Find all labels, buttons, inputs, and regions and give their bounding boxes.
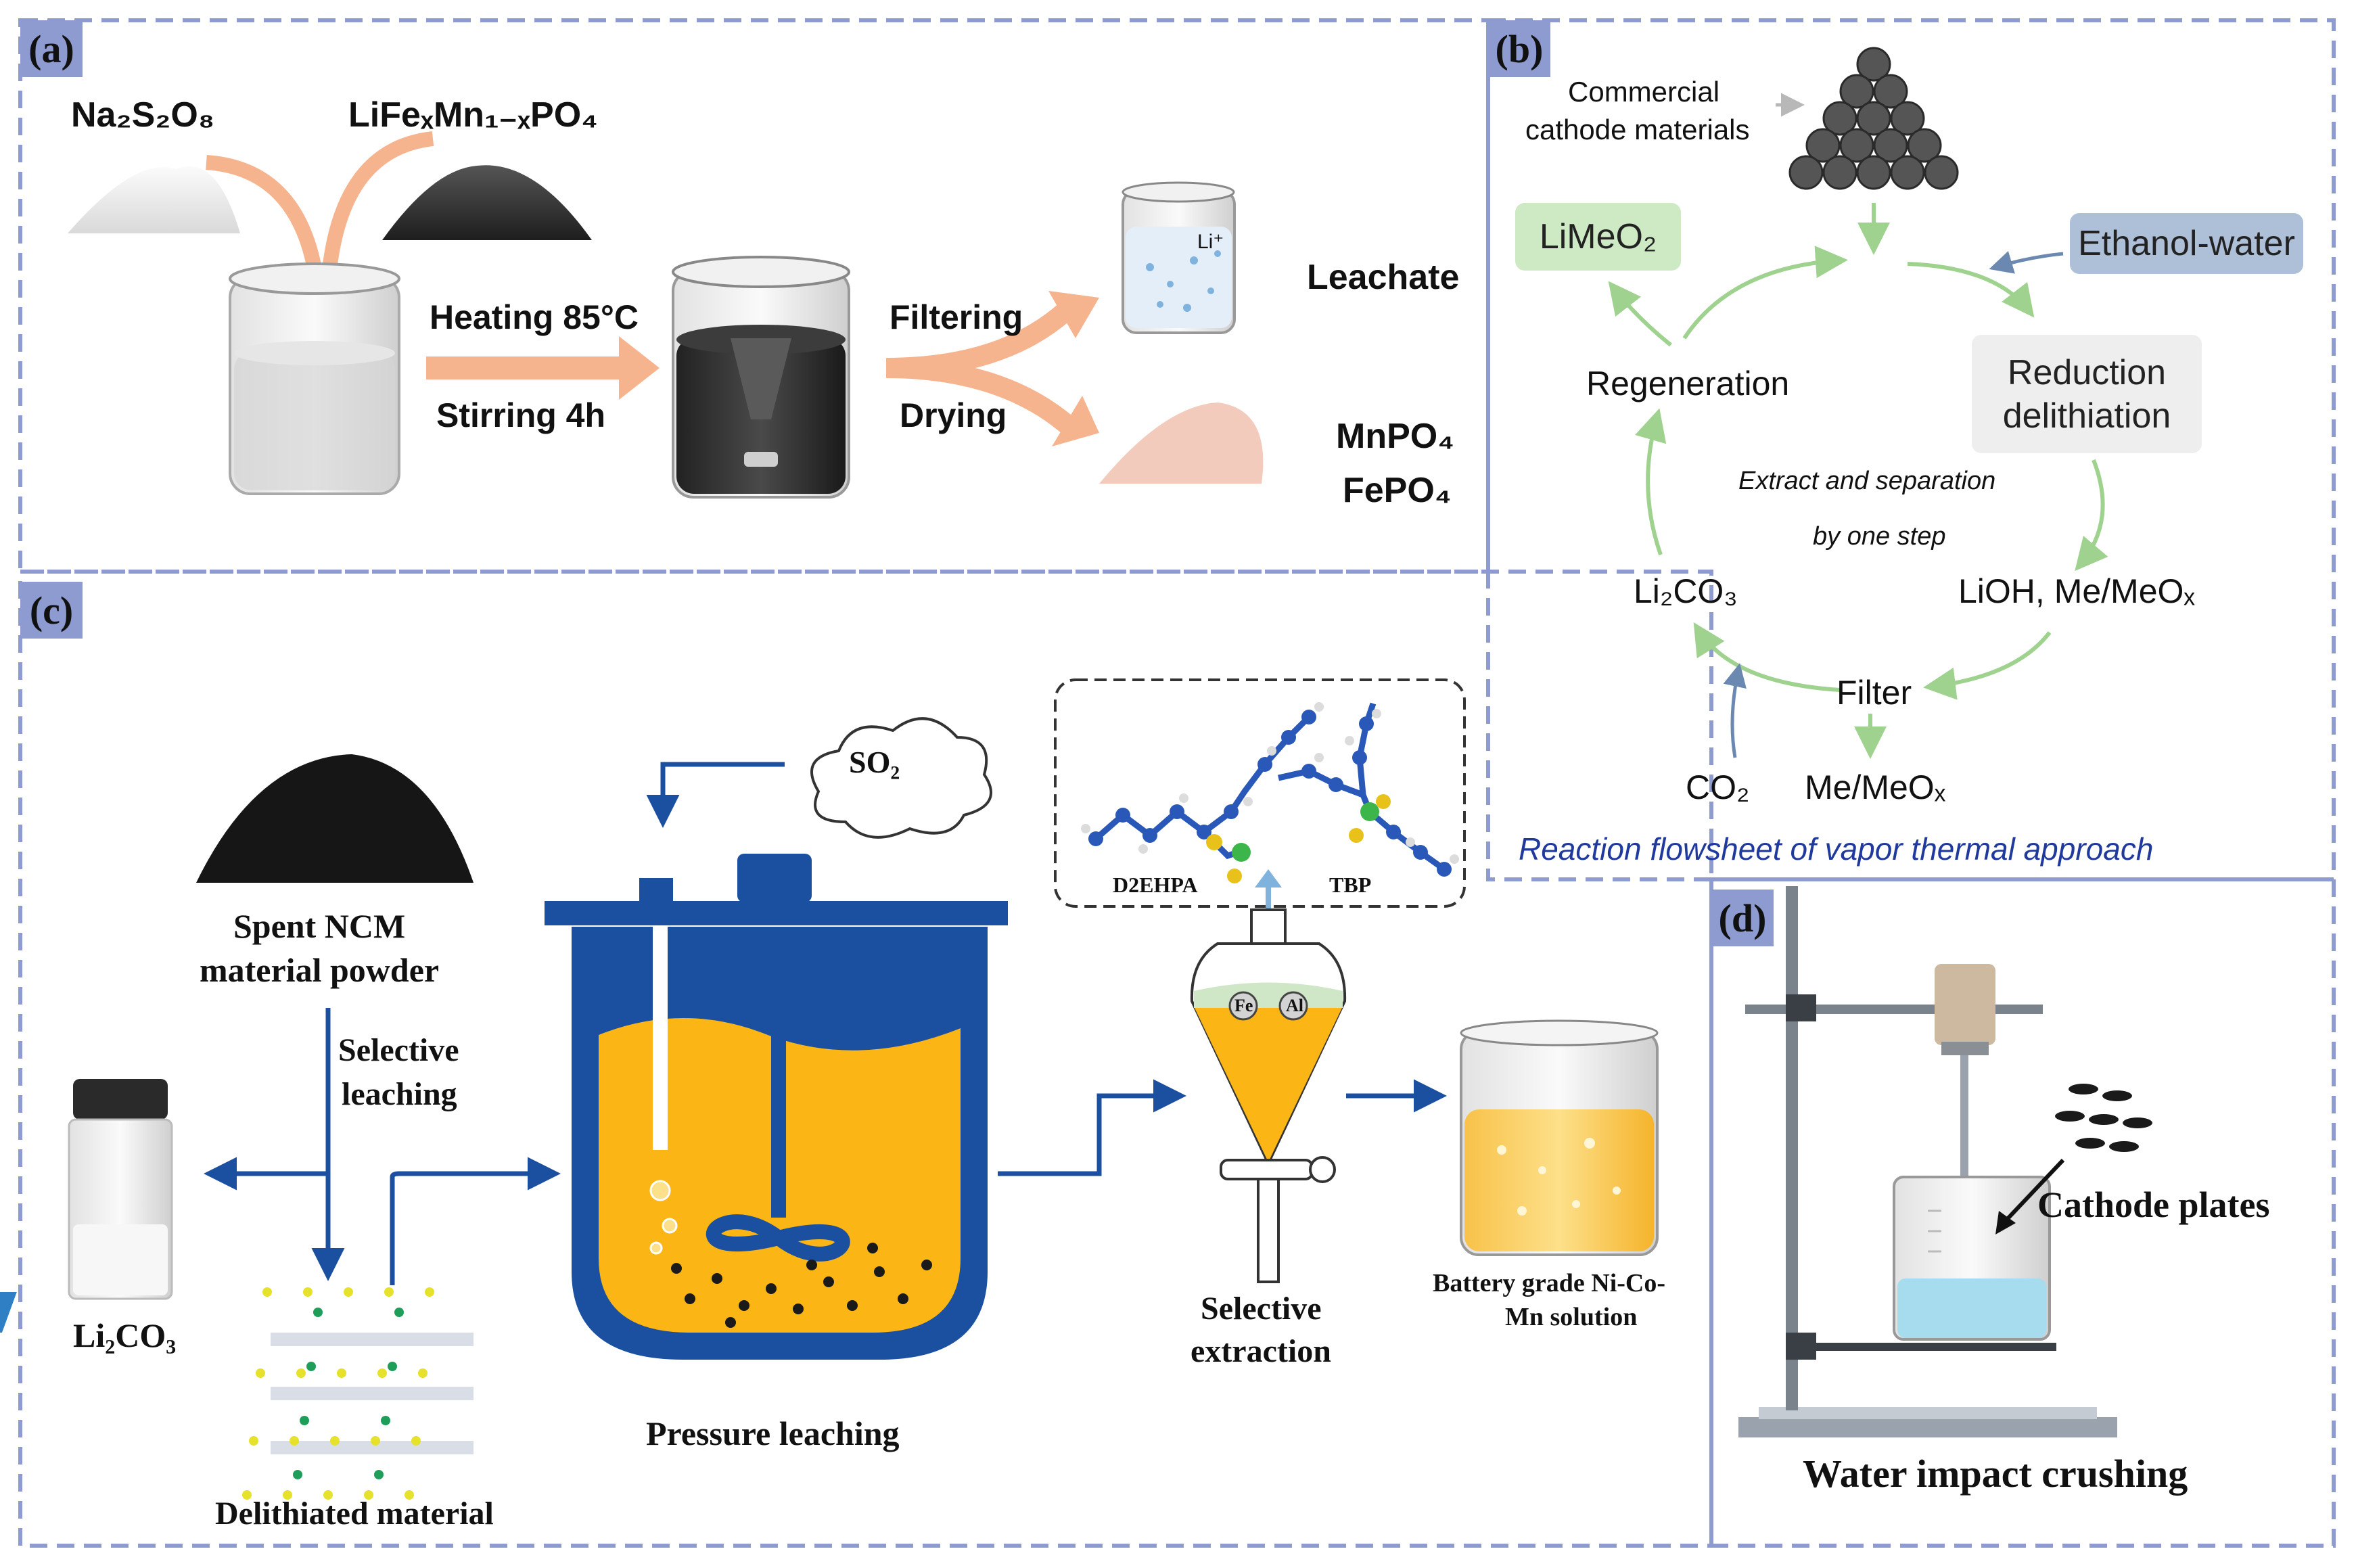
feed-label-line-2: cathode materials — [1525, 114, 1750, 145]
cycle-arc-bottom-left — [1693, 622, 1841, 692]
li2co3-label-b: Li₂CO₃ — [1634, 572, 1738, 610]
center-line-2: by one step — [1813, 522, 1946, 551]
reduction-box: Reduction delithiation — [1972, 335, 2202, 453]
feed-label-line-1: Commercial — [1568, 76, 1720, 108]
co2-label: CO₂ — [1686, 768, 1750, 806]
step2-arrow-down-head — [1052, 396, 1099, 446]
regeneration-label: Regeneration — [1586, 365, 1790, 402]
so2-arrow — [646, 762, 785, 828]
spent-label-line-2: material powder — [200, 951, 440, 989]
reduction-line-1: Reduction — [2007, 352, 2167, 392]
pressure-leaching-label: Pressure leaching — [646, 1414, 900, 1452]
lioh-label: LiOH, Me/MeOₓ — [1958, 572, 2195, 610]
solvent-arrow — [1989, 251, 2064, 274]
cathode-plates-label: Cathode plates — [2037, 1184, 2270, 1225]
to-reactor-arrow — [390, 1157, 561, 1285]
li-ion-label: Li⁺ — [1197, 231, 1224, 253]
pressure-reactor — [545, 854, 1008, 1360]
so2-cloud — [810, 717, 992, 839]
spent-powder — [196, 754, 473, 883]
regen-to-product — [1608, 281, 1672, 347]
product-limeo2-box: LiMeO₂ — [1515, 203, 1681, 271]
cycle-arc-bottom-right — [1923, 631, 2052, 700]
panel-a-tag: (a) — [20, 20, 83, 77]
beaker-2 — [672, 256, 850, 499]
panel-b-caption: Reaction flowsheet of vapor thermal appr… — [1519, 831, 2154, 867]
panel-b-tag: (b) — [1488, 20, 1550, 77]
black-powder — [382, 165, 592, 240]
center-line-1: Extract and separation — [1738, 467, 1996, 495]
particle-pile — [1788, 47, 1959, 190]
step2-arrow-down — [885, 358, 1076, 434]
solution-line-1: Battery grade Ni-Co- — [1433, 1269, 1666, 1297]
step-2-line-1: Filtering — [890, 298, 1023, 336]
product-fepo4: FePO₄ — [1343, 471, 1452, 510]
pink-powder — [1099, 402, 1264, 484]
spent-label-line-1: Spent NCM — [233, 907, 406, 945]
li2co3-vial — [68, 1079, 173, 1300]
crushing-apparatus — [1738, 886, 2117, 1437]
selective-leaching-line-2: leaching — [342, 1076, 457, 1112]
reagent-1-label: Na₂S₂O₈ — [71, 95, 215, 135]
panel-d-caption: Water impact crushing — [1803, 1452, 2188, 1496]
cycle-arc-right — [2075, 459, 2108, 572]
step-1-line-2: Stirring 4h — [436, 396, 606, 434]
solution-line-2: Mn solution — [1505, 1303, 1638, 1331]
selective-leaching-line-1: Selective — [338, 1032, 459, 1068]
panel-d-border — [1709, 877, 2336, 1548]
separatory-funnel — [1190, 908, 1347, 1283]
cathode-plates-specks — [2055, 1084, 2152, 1152]
delithiated-label: Delithiated material — [215, 1496, 494, 1531]
cycle-arc-top-right — [1907, 262, 2035, 318]
filter-label: Filter — [1837, 674, 1912, 712]
step-1-line-1: Heating 85°C — [430, 298, 639, 336]
fe-label: Fe — [1234, 996, 1253, 1015]
panel-c-tag: (c) — [20, 582, 83, 639]
solution-beaker — [1460, 1019, 1659, 1256]
extraction-line-1: Selective — [1201, 1291, 1322, 1327]
reactor-out-arrow — [998, 1079, 1186, 1176]
tbp-label: TBP — [1329, 873, 1372, 897]
extraction-line-2: extraction — [1191, 1333, 1331, 1369]
powder-arrow-2 — [321, 131, 434, 285]
molecule-box — [1054, 678, 1466, 908]
beaker-leachate — [1122, 181, 1236, 334]
product-mnpo4: MnPO₄ — [1336, 417, 1454, 456]
so2-label: SO₂ — [849, 745, 900, 779]
delithiated-lattice — [0, 1287, 473, 1500]
reagent-2-label: LiFeₓMn₁₋ₓPO₄ — [348, 95, 598, 135]
step-2-line-2: Drying — [900, 396, 1007, 434]
white-powder — [68, 166, 240, 233]
residue-label: Me/MeOₓ — [1805, 768, 1946, 806]
step1-arrow-head — [619, 336, 660, 400]
product-leachate: Leachate — [1307, 258, 1460, 297]
step1-arrow-shaft — [426, 356, 622, 379]
li2co3-label-c: Li₂CO₃ — [73, 1316, 177, 1354]
solvent-box: Ethanol-water — [2070, 213, 2303, 274]
cycle-arc-top-left — [1682, 246, 1848, 340]
reduction-line-2: delithiation — [2002, 396, 2171, 436]
cycle-arc-left — [1635, 408, 1667, 555]
co2-arrow — [1723, 663, 1747, 758]
step2-arrow-up-head — [1048, 291, 1099, 338]
plates-pointer-arrow — [2000, 1158, 2065, 1226]
panel-d-tag: (d) — [1711, 890, 1774, 946]
panel-a-border — [18, 18, 1490, 574]
powder-arrow-1 — [206, 155, 325, 292]
d2ehpa-label: D2EHPA — [1113, 873, 1198, 897]
beaker-1 — [229, 262, 400, 495]
al-label: Al — [1286, 996, 1303, 1015]
panel-borders — [18, 18, 2336, 1548]
